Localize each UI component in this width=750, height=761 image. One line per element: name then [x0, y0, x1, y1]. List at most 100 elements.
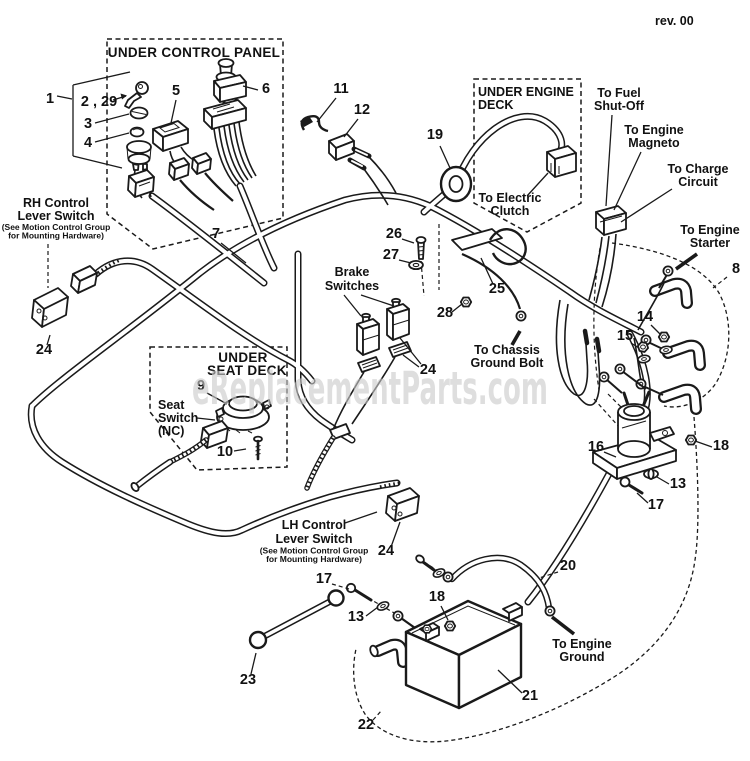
callout-21: 21: [522, 688, 538, 704]
lh-switch-note-1: (See Motion Control Group: [260, 546, 369, 556]
under-control-panel-title: UNDER CONTROL PANEL: [108, 45, 280, 60]
leader-lines: [46, 71, 728, 721]
hour-meter-plugs: [168, 152, 234, 211]
lh-lever-switch-connector: [385, 487, 420, 522]
under-engine-deck-title-1: UNDER ENGINE: [478, 85, 574, 99]
callout-2-29: 2 , 29: [81, 94, 117, 110]
to-chassis-ground-2: Ground Bolt: [471, 356, 545, 370]
rh-switch-note-1: (See Motion Control Group: [2, 222, 111, 232]
rh-switch-label-2: Lever Switch: [17, 209, 94, 223]
callout-26: 26: [386, 226, 402, 242]
lh-switch-label-2: Lever Switch: [275, 532, 352, 546]
to-electric-clutch-1: To Electric: [479, 191, 542, 205]
ignition-switch-body: [126, 140, 152, 199]
callout-3: 3: [84, 116, 92, 132]
callout-4: 4: [84, 135, 92, 151]
callout-8: 8: [732, 261, 740, 277]
callout-15: 15: [617, 328, 633, 344]
to-charge-circuit-1: To Charge: [668, 162, 729, 176]
under-engine-deck-title-2: DECK: [478, 98, 513, 112]
lh-switch-note-2: for Mounting Hardware): [266, 554, 362, 564]
callout-18-battery: 18: [429, 589, 445, 605]
callout-16: 16: [588, 439, 604, 455]
nut-18-solenoid: [684, 434, 698, 446]
harness-grommet: [439, 165, 473, 203]
control-rod-23: [248, 589, 345, 650]
rh-mating-connector: [70, 265, 98, 294]
seat-switch-label-3: (NC): [158, 424, 184, 438]
to-fuel-shutoff-1: To Fuel: [597, 86, 641, 100]
under-control-panel-box: [106, 38, 284, 250]
seat-switch-screw: [253, 435, 263, 461]
revision-label: rev. 00: [655, 14, 694, 28]
seat-switch-label-1: Seat: [158, 398, 185, 412]
to-engine-magneto-2: Magneto: [628, 136, 680, 150]
starter-solenoid: [592, 363, 677, 480]
callout-27: 27: [383, 247, 399, 263]
callout-14: 14: [637, 309, 653, 325]
pto-switch: [213, 58, 247, 109]
callout-24-rh: 24: [36, 342, 52, 358]
brake-switches-label-2: Switches: [325, 279, 379, 293]
cable-clamp-25: [451, 228, 527, 266]
battery: [404, 599, 523, 710]
callout-22: 22: [358, 717, 374, 733]
under-seat-deck-title-1: UNDER: [218, 350, 268, 365]
callout-7: 7: [212, 226, 220, 242]
to-engine-starter-2: Starter: [690, 236, 730, 250]
rh-switch-note-2: for Mounting Hardware): [8, 231, 104, 241]
callout-23: 23: [240, 672, 256, 688]
callout-10: 10: [217, 444, 233, 460]
to-engine-magneto-1: To Engine: [624, 123, 684, 137]
callout-25: 25: [489, 281, 505, 297]
ignition-connector: [127, 169, 155, 198]
brake-switch-connectors: [304, 341, 412, 491]
to-electric-clutch-2: Clutch: [491, 204, 530, 218]
to-engine-ground-2: Ground: [559, 650, 604, 664]
callout-20: 20: [560, 558, 576, 574]
wing-nut-13: [643, 468, 659, 480]
harness-clip: [300, 114, 329, 133]
callout-19: 19: [427, 127, 443, 143]
to-charge-circuit-2: Circuit: [678, 175, 718, 189]
brake-switches-label-1: Brake: [335, 265, 370, 279]
to-fuel-shutoff-2: Shut-Off: [594, 99, 645, 113]
battery-tray-outline: [353, 416, 699, 743]
harness-connector-12: [328, 133, 397, 206]
engine-harness-connector: [588, 205, 627, 308]
chassis-ground-wire: [461, 252, 527, 322]
callout-24-brake: 24: [420, 362, 436, 378]
rh-lever-switch-connector: [31, 287, 69, 328]
ground-cable-20: [415, 554, 556, 617]
to-engine-starter-1: To Engine: [680, 223, 740, 237]
callout-17-solenoid: 17: [648, 497, 664, 513]
flange-nut-27: [408, 259, 424, 271]
callout-6: 6: [262, 81, 270, 97]
hour-meter: [152, 120, 196, 165]
seat-switch-connector: [130, 420, 229, 492]
to-chassis-ground-1: To Chassis: [474, 343, 540, 357]
callout-11: 11: [333, 81, 348, 97]
callout-1: 1: [46, 91, 54, 107]
brake-switch-2: [386, 297, 410, 341]
mount-bolt-26: [415, 224, 440, 297]
callout-12: 12: [354, 102, 370, 118]
rh-switch-label-1: RH Control: [23, 196, 89, 210]
panel-multipin-connector: [203, 99, 257, 187]
lh-switch-label-1: LH Control: [282, 518, 347, 532]
watermark: eReplacementParts.com: [192, 362, 548, 415]
callout-28: 28: [437, 305, 453, 321]
ignition-bezel: [129, 106, 149, 120]
bolt-17-solenoid: [619, 476, 644, 495]
callout-13-solenoid: 13: [670, 476, 686, 492]
ignition-cap: [129, 126, 145, 138]
seat-switch-label-2: Switch: [158, 411, 198, 425]
nut-28: [459, 296, 473, 308]
electric-clutch-connector: [546, 145, 577, 178]
callout-24-lh: 24: [378, 543, 394, 559]
terminal-boots-8: [633, 265, 706, 415]
callout-13-battery: 13: [348, 609, 364, 625]
loose-bullet-wires: [555, 299, 602, 406]
